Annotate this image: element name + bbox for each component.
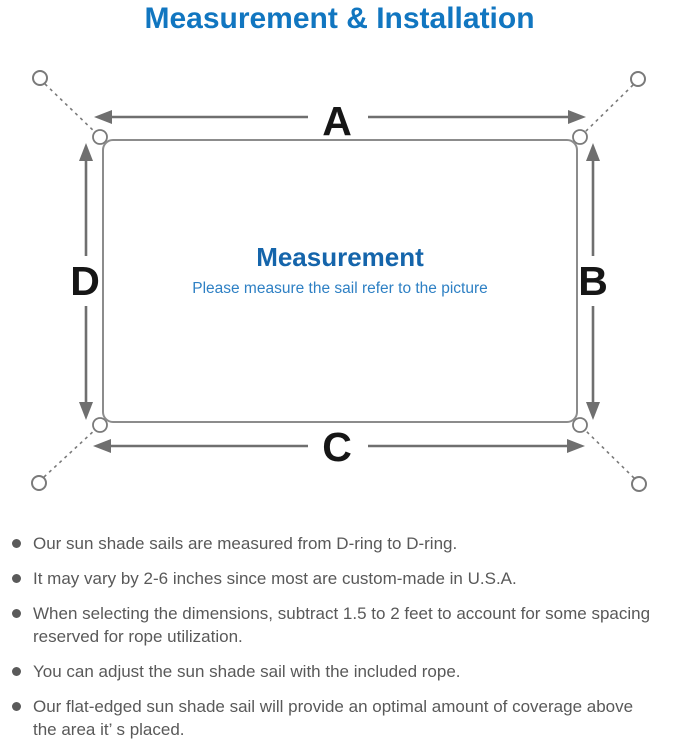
bullet-icon (12, 574, 21, 583)
anchor-rope-bottom-left-line (43, 427, 98, 478)
d-ring-bottom-right-icon (572, 417, 588, 433)
anchor-point-bottom-left-icon (31, 475, 47, 491)
dimension-label-a: A (322, 98, 352, 144)
page-title: Measurement & Installation (144, 2, 535, 35)
note-item: It may vary by 2-6 inches since most are… (12, 567, 672, 590)
note-text: the area it’ s placed. (33, 720, 185, 739)
anchor-rope-top-right-line (582, 84, 634, 135)
bullet-icon (12, 667, 21, 676)
note-text: You can adjust the sun shade sail with t… (33, 662, 461, 681)
diagram-center-subtitle: Please measure the sail refer to the pic… (192, 280, 488, 297)
dimension-label-b: B (578, 258, 608, 304)
note-item: When selecting the dimensions, subtract … (12, 602, 672, 648)
d-ring-bottom-left-icon (92, 417, 108, 433)
dimension-label-c: C (322, 424, 352, 470)
note-text: reserved for rope utilization. (33, 627, 243, 646)
dimension-arrow-b (586, 143, 600, 420)
notes-list: Our sun shade sails are measured from D-… (12, 532, 672, 753)
note-item: Our flat-edged sun shade sail will provi… (12, 695, 672, 741)
bullet-icon (12, 702, 21, 711)
note-text: It may vary by 2-6 inches since most are… (33, 569, 517, 588)
bullet-icon (12, 609, 21, 618)
d-ring-top-left-icon (92, 129, 108, 145)
note-text: Our flat-edged sun shade sail will provi… (33, 697, 634, 716)
note-text: Our sun shade sails are measured from D-… (33, 534, 458, 553)
anchor-rope-bottom-right-line (582, 427, 635, 479)
measurement-diagram: A C D B Measurement Please measure the s… (31, 70, 647, 492)
diagram-center-title: Measurement (256, 242, 424, 272)
anchor-point-bottom-right-icon (631, 476, 647, 492)
dimension-arrow-c (93, 439, 585, 453)
note-item: You can adjust the sun shade sail with t… (12, 660, 672, 683)
note-item: Our sun shade sails are measured from D-… (12, 532, 672, 555)
bullet-icon (12, 539, 21, 548)
anchor-point-top-left-icon (32, 70, 48, 86)
anchor-point-top-right-icon (630, 71, 646, 87)
dimension-label-d: D (70, 258, 100, 304)
d-ring-top-right-icon (572, 129, 588, 145)
dimension-arrow-d (79, 143, 93, 420)
sail-rectangle (102, 139, 578, 423)
dimension-arrow-a (94, 110, 586, 124)
anchor-rope-top-left-line (44, 83, 98, 135)
note-text: When selecting the dimensions, subtract … (33, 604, 651, 623)
